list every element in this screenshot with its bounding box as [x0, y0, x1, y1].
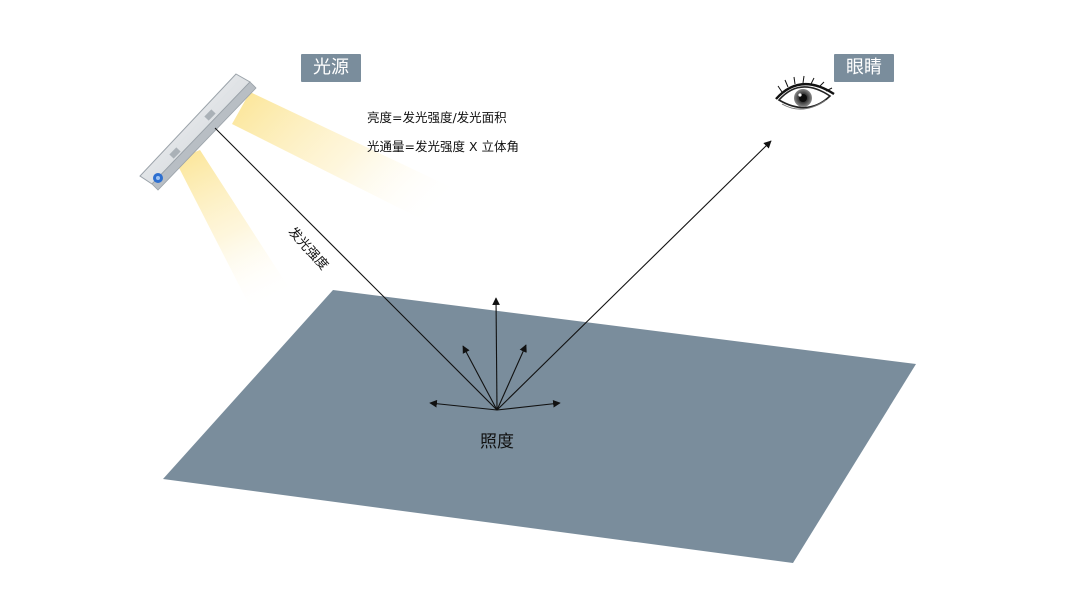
- diffuse-arrow: [462, 345, 498, 411]
- diffuse-arrow: [496, 344, 527, 411]
- diffuse-arrow: [429, 399, 498, 411]
- diffuse-arrow: [492, 297, 500, 411]
- reflected-ray: [496, 140, 772, 411]
- light-source-tag: 光源: [301, 54, 361, 82]
- eye-icon: [775, 75, 835, 110]
- incident-ray: [214, 127, 498, 411]
- light-beam-down: [175, 150, 300, 330]
- eye-tag: 眼睛: [834, 54, 894, 82]
- illuminated-surface: [163, 290, 916, 563]
- luminous-flux-formula: 光通量=发光强度 X 立体角: [367, 139, 519, 154]
- illuminance-label: 照度: [480, 432, 514, 452]
- linear-light-fixture-icon: [139, 73, 257, 191]
- diffuse-reflection-arrows: [429, 297, 561, 411]
- light-beam-right: [232, 92, 478, 236]
- luminance-formula: 亮度=发光强度/发光面积: [367, 110, 507, 125]
- diffuse-arrow: [496, 399, 561, 411]
